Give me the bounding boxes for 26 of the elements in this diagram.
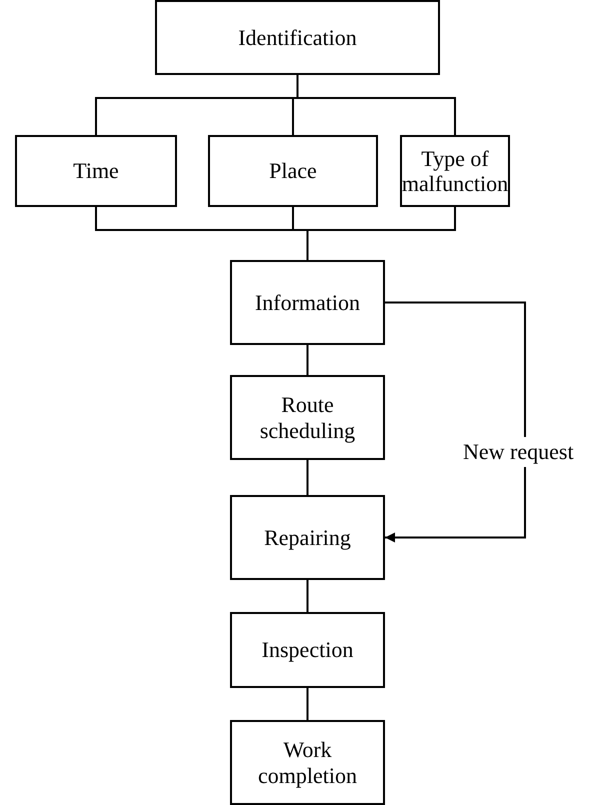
process-box	[15, 135, 177, 207]
box-label: Time	[73, 158, 119, 184]
process-box	[230, 375, 385, 460]
connector-line	[306, 460, 308, 495]
box-label: Route scheduling	[258, 392, 356, 443]
box-label: Place	[269, 158, 317, 184]
edge-label: New request	[463, 437, 574, 467]
box-label: Type of malfunction	[402, 146, 508, 196]
connector-line	[296, 75, 456, 135]
connector-line	[306, 207, 456, 260]
connector-line	[306, 688, 308, 720]
box-label: Inspection	[262, 637, 354, 663]
process-box	[230, 612, 385, 688]
process-box	[400, 135, 510, 207]
connector-line	[306, 345, 308, 375]
process-box	[155, 0, 440, 75]
process-box	[230, 720, 385, 805]
box-label: Repairing	[264, 524, 351, 550]
connector-line	[306, 580, 308, 612]
box-label: Work completion	[257, 737, 358, 788]
process-box	[208, 135, 378, 207]
box-label: Information	[254, 290, 360, 316]
arrow	[385, 302, 526, 542]
process-box	[230, 495, 385, 580]
box-label: Identification	[238, 24, 357, 50]
process-box	[230, 260, 385, 345]
